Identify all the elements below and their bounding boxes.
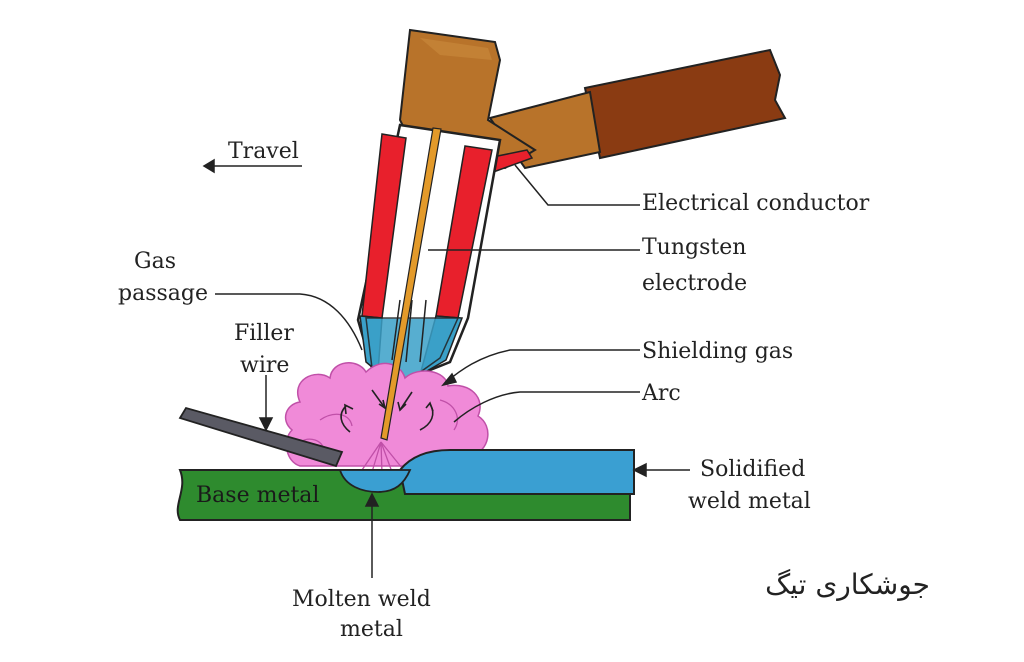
label-filler-line2: wire — [240, 353, 289, 378]
labels: Travel Electrical conductor Tungsten ele… — [118, 139, 870, 642]
arc-rays — [361, 441, 403, 475]
torch-nozzle — [356, 123, 502, 382]
label-electrical-conductor: Electrical conductor — [642, 191, 870, 216]
label-travel: Travel — [228, 139, 299, 164]
label-arc: Arc — [641, 381, 681, 406]
molten-weld-pool — [338, 469, 412, 493]
label-solidified-line1: Solidified — [700, 457, 805, 482]
label-gas-line1: Gas — [134, 249, 176, 274]
label-shielding-gas: Shielding gas — [642, 339, 793, 364]
leader-lines — [202, 158, 690, 578]
filler-wire — [178, 406, 344, 468]
label-base-metal: Base metal — [196, 483, 319, 508]
label-molten-line2: metal — [340, 617, 403, 642]
caption-persian: جوشکاری تیگ — [765, 568, 930, 601]
solidified-weld-metal — [398, 449, 635, 495]
label-tungsten-line1: Tungsten — [642, 235, 746, 260]
label-filler-line1: Filler — [234, 321, 294, 346]
gas-flow-arrows — [340, 389, 434, 433]
label-tungsten-line2: electrode — [642, 271, 747, 296]
label-solidified-line2: weld metal — [688, 489, 811, 514]
label-gas-line2: passage — [118, 281, 208, 306]
label-molten-line1: Molten weld — [292, 587, 431, 612]
tungsten-electrode — [380, 127, 442, 441]
